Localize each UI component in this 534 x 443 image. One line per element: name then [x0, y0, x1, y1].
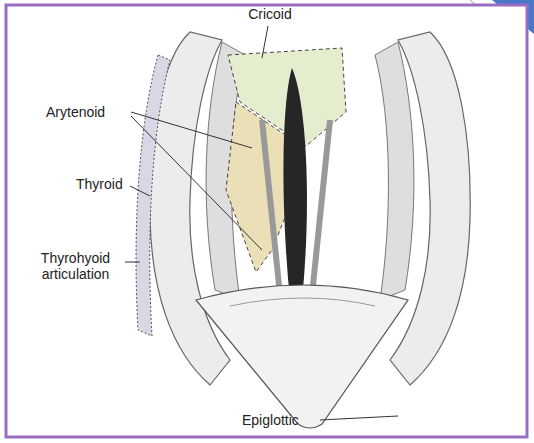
- leader-line: [125, 262, 140, 263]
- leader-line: [131, 112, 252, 148]
- leader-line: [131, 116, 262, 250]
- part-label: Thyroid: [76, 176, 136, 192]
- leader-line: [320, 416, 398, 420]
- epiglottis: [196, 285, 408, 428]
- frame: [6, 5, 527, 437]
- leader-line: [262, 26, 268, 58]
- part-label: Epiglottic: [242, 412, 318, 428]
- part-label: Thyrohyoid articulation: [28, 250, 123, 282]
- part-label: Cricoid: [240, 6, 300, 22]
- inner-wall: [375, 42, 414, 300]
- thyroid-cartilage: [136, 55, 170, 336]
- leader-line: [130, 186, 150, 196]
- glottis: [283, 68, 307, 300]
- epiglottis-shading: [230, 298, 375, 306]
- part-label: Arytenoid: [46, 104, 136, 120]
